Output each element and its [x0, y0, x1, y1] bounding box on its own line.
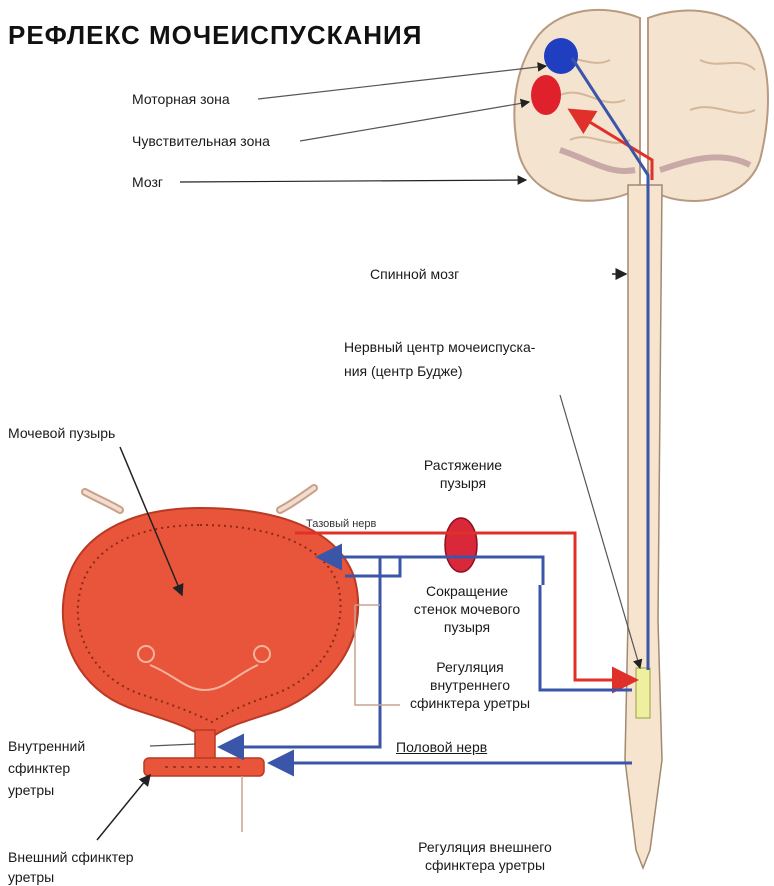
label-pudendal-nerve: Половой нерв	[396, 738, 487, 756]
label-external-sphincter-line1: Внешний сфинктер	[8, 848, 134, 866]
label-internal-sphincter-line3: уретры	[8, 781, 54, 799]
label-motor-zone: Моторная зона	[132, 90, 230, 108]
label-bladder: Мочевой пузырь	[8, 424, 115, 442]
label-internal-reg-line2: внутреннего	[385, 676, 555, 694]
label-internal-sphincter-line1: Внутренний	[8, 737, 85, 755]
label-internal-reg-line1: Регуляция	[385, 658, 555, 676]
label-external-sphincter-line2: уретры	[8, 868, 54, 886]
label-brain: Мозг	[132, 173, 163, 191]
bladder-illustration	[63, 508, 358, 776]
label-micturition-center-line2: ния (центр Будже)	[344, 362, 463, 380]
label-external-reg-line2: сфинктера уретры	[395, 856, 575, 874]
label-spinal-cord: Спинной мозг	[370, 265, 459, 283]
label-contraction-line2: стенок мочевого	[392, 600, 542, 618]
label-internal-reg-line3: сфинктера уретры	[385, 694, 555, 712]
label-micturition-center-line1: Нервный центр мочеиспуска-	[344, 338, 535, 356]
external-sphincter-marker	[144, 758, 264, 776]
label-pelvic-nerve: Тазовый нерв	[306, 515, 376, 533]
motor-zone-marker	[544, 38, 578, 74]
label-contraction-line3: пузыря	[392, 618, 542, 636]
spinal-cord	[625, 185, 662, 868]
label-contraction-line1: Сокращение	[392, 582, 542, 600]
label-stretch-line1: Растяжение	[403, 456, 523, 474]
micturition-center-marker	[636, 668, 650, 718]
label-external-reg-line1: Регуляция внешнего	[395, 838, 575, 856]
brain-illustration	[514, 10, 768, 201]
diagram-title: РЕФЛЕКС МОЧЕИСПУСКАНИЯ	[8, 20, 422, 51]
label-sensory-zone: Чувствительная зона	[132, 132, 270, 150]
label-internal-sphincter-line2: сфинктер	[8, 759, 70, 777]
label-stretch-line2: пузыря	[403, 474, 523, 492]
pelvic-ganglion	[445, 518, 477, 572]
sensory-zone-marker	[531, 75, 561, 115]
